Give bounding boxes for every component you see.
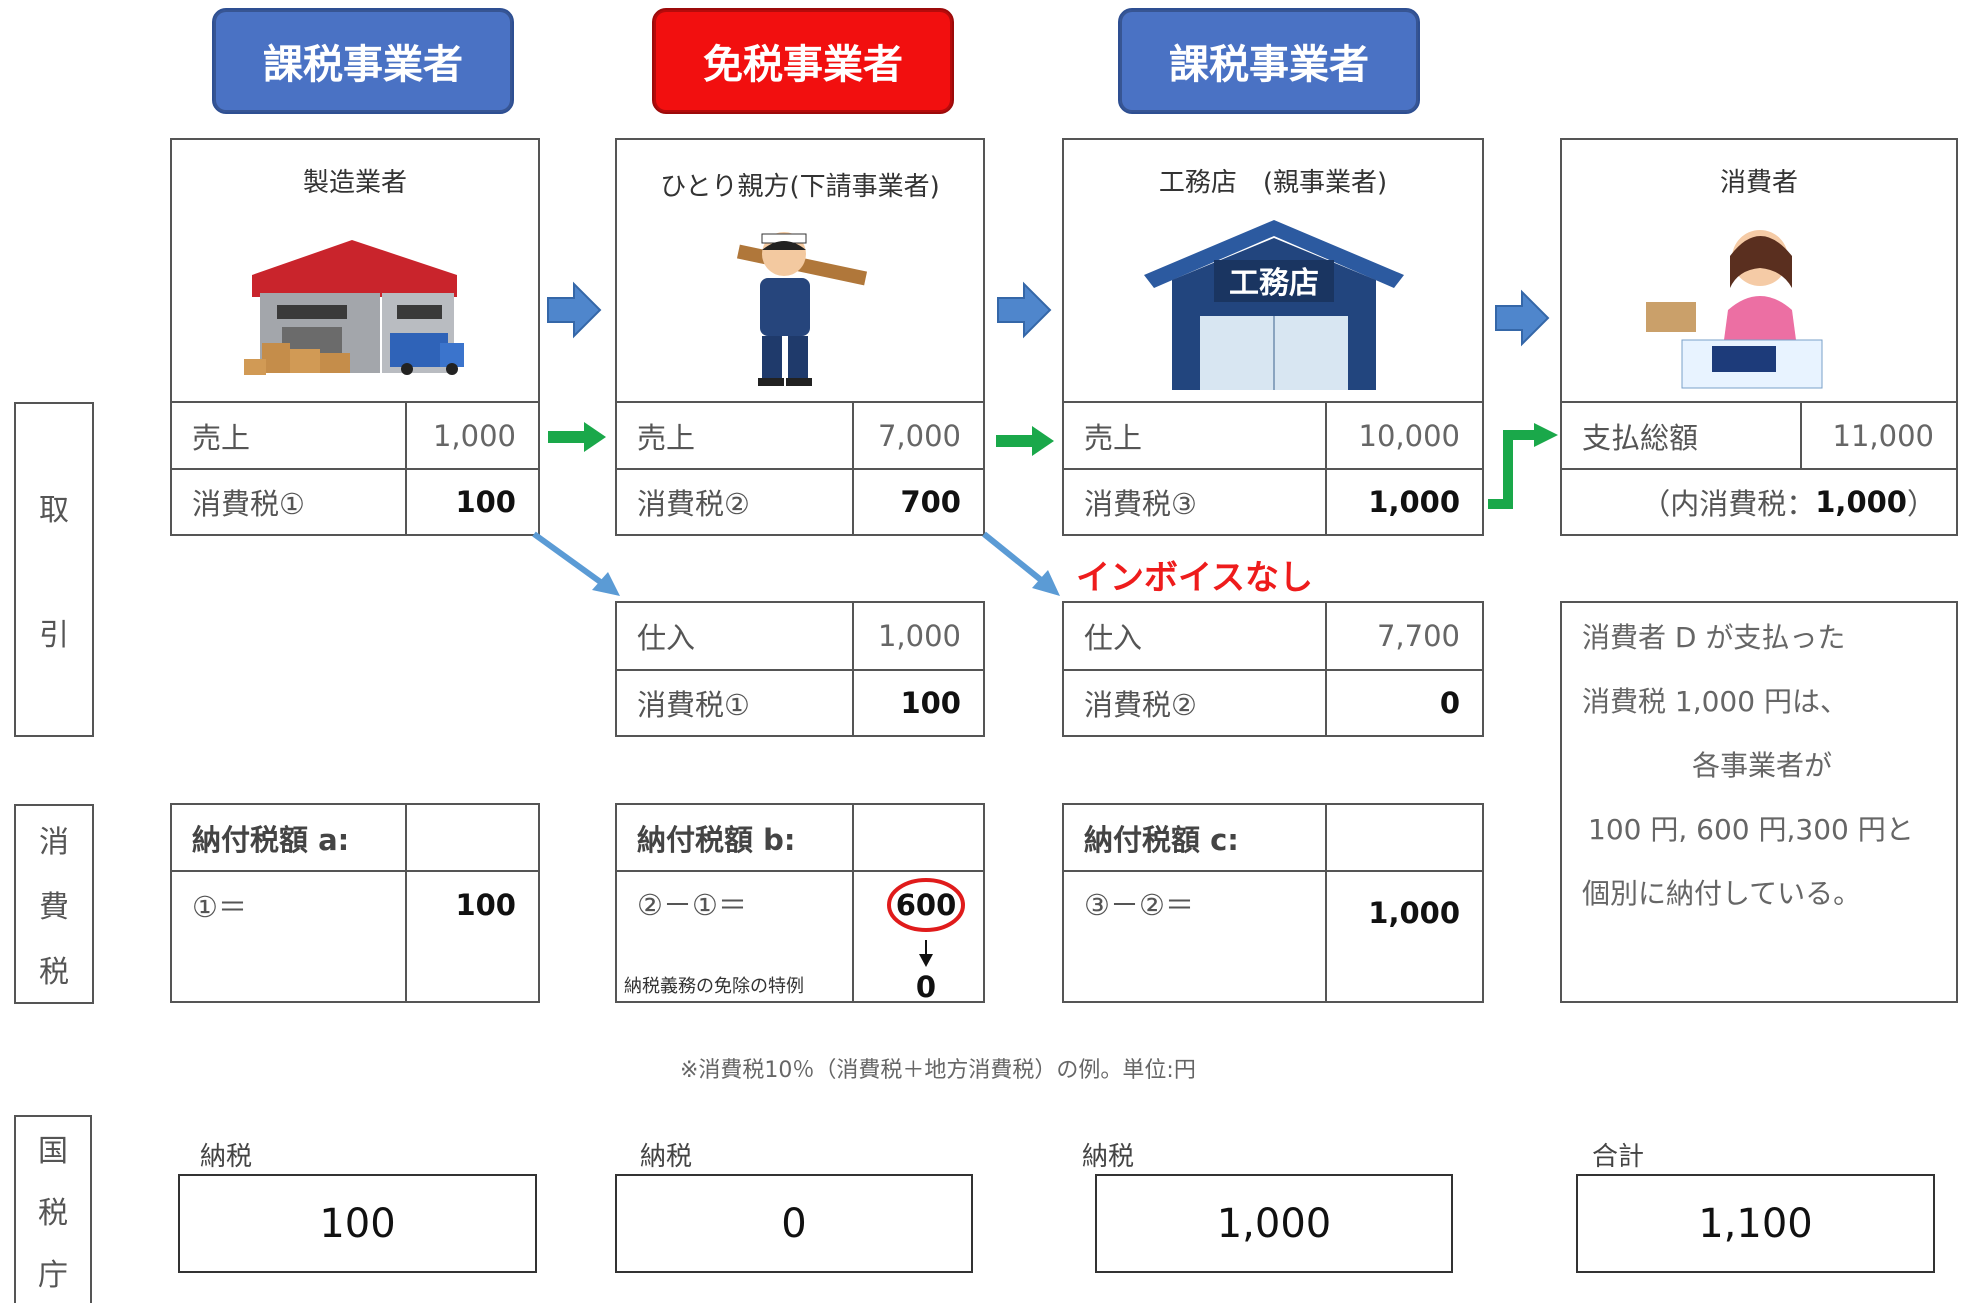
payment-c-value: 1,000 xyxy=(1368,896,1460,930)
consumer-tax-note: （内消費税：1,000） xyxy=(1562,470,1956,534)
national-tax-value-3: 1,000 xyxy=(1095,1174,1453,1273)
side-label-shohizei: 消 費 税 xyxy=(14,804,94,1004)
flow-arrow-3 xyxy=(1495,289,1550,347)
green-arrow-1 xyxy=(548,422,606,452)
side-char: 取 xyxy=(39,493,69,528)
side-char: 費 xyxy=(39,889,69,925)
subcontractor-purchase-label: 仕入 xyxy=(637,621,696,655)
side-char: 税 xyxy=(39,955,69,991)
contractor-title: 工務店 (親事業者) xyxy=(1158,168,1388,198)
side-char: 消 xyxy=(39,824,69,860)
consumer-payment-label: 支払総額 xyxy=(1582,420,1699,455)
consumer-tax-note-value: 1,000 xyxy=(1815,485,1907,519)
side-char: 国 xyxy=(38,1134,68,1169)
contractor-purchase-tax-label: 消費税② xyxy=(1084,688,1197,722)
consumer-tax-note-suffix: ） xyxy=(1906,487,1936,521)
payment-b-label: 納付税額 b: xyxy=(637,822,796,857)
contractor-sales-amount: 10,000 xyxy=(1358,418,1460,453)
national-tax-value-1: 100 xyxy=(178,1174,537,1273)
subcontractor-tax-label: 消費税② xyxy=(637,487,750,521)
subcontractor-sales-label: 売上 xyxy=(637,420,696,455)
payment-b-exemption: 納税義務の免除の特例 xyxy=(624,976,804,997)
contractor-purchase-amount: 7,700 xyxy=(1376,619,1460,653)
green-arrow-3 xyxy=(1488,423,1558,509)
explanation-box: 消費者 D が支払った 消費税 1,000 円は、 各事業者が 100 円, 6… xyxy=(1560,601,1958,1003)
contractor-purchase-tax: 0 xyxy=(1439,686,1460,720)
badge-exempt: 免税事業者 xyxy=(652,8,954,114)
national-tax-label-3: 納税 xyxy=(1082,1142,1135,1172)
payment-b-circle xyxy=(887,878,965,932)
down-arrow-icon xyxy=(919,940,933,967)
explanation-line-3: 各事業者が xyxy=(1692,749,1833,782)
subcontractor-purchase-tax-label: 消費税① xyxy=(637,688,750,722)
payment-a-value: 100 xyxy=(455,888,516,922)
payment-table-b xyxy=(615,803,985,1003)
payment-b-after: 0 xyxy=(915,970,937,1004)
contractor-tax-amount: 1,000 xyxy=(1368,485,1460,519)
contractor-purchase-label: 仕入 xyxy=(1084,621,1143,655)
explanation-line-4: 100 円, 600 円,300 円と xyxy=(1588,813,1914,846)
payment-a-formula: ①＝ xyxy=(192,890,247,924)
national-tax-label-2: 納税 xyxy=(640,1142,693,1172)
payment-table-a xyxy=(170,803,540,1003)
contractor-sales-label: 売上 xyxy=(1084,420,1143,455)
payment-c-label: 納付税額 c: xyxy=(1084,822,1239,857)
subcontractor-purchase-amount: 1,000 xyxy=(877,619,961,653)
side-char: 税 xyxy=(38,1196,68,1231)
consumer-payment-amount: 11,000 xyxy=(1832,418,1934,453)
flow-arrow-2 xyxy=(997,281,1052,339)
national-tax-label-total: 合計 xyxy=(1592,1142,1645,1172)
manufacturer-tax-amount: 100 xyxy=(455,485,516,519)
subcontractor-sales-amount: 7,000 xyxy=(877,418,961,453)
national-tax-value-2: 0 xyxy=(615,1174,973,1273)
shop-illustration: 工務店 xyxy=(1144,220,1404,390)
payment-table-c xyxy=(1062,803,1484,1003)
consumer-tax-note-prefix: （内消費税： xyxy=(1641,487,1816,521)
subcontractor-tax-amount: 700 xyxy=(900,485,961,519)
manufacturer-sales-amount: 1,000 xyxy=(432,418,516,453)
badge-taxable-right: 課税事業者 xyxy=(1118,8,1420,114)
side-label-torihiki: 取 引 xyxy=(14,402,94,737)
national-tax-value-total: 1,100 xyxy=(1576,1174,1935,1273)
warehouse-illustration xyxy=(244,240,464,375)
payment-a-label: 納付税額 a: xyxy=(192,822,350,857)
side-char: 引 xyxy=(39,618,69,653)
payment-b-value: 600 xyxy=(895,888,957,922)
badge-taxable-left: 課税事業者 xyxy=(212,8,514,114)
footnote: ※消費税10％（消費税＋地方消費税）の例。単位:円 xyxy=(680,1058,1196,1083)
shop-sign: 工務店 xyxy=(1229,266,1319,301)
subcontractor-purchase-tax: 100 xyxy=(900,686,961,720)
consumer-title: 消費者 xyxy=(1719,168,1798,198)
contractor-tax-label: 消費税③ xyxy=(1084,487,1197,521)
explanation-line-1: 消費者 D が支払った xyxy=(1582,621,1846,654)
explanation-line-5: 個別に納付している。 xyxy=(1582,877,1862,910)
green-arrow-2 xyxy=(996,426,1054,456)
diagonal-arrow-2 xyxy=(982,531,1060,596)
payment-c-formula: ③－②＝ xyxy=(1084,888,1194,922)
manufacturer-title: 製造業者 xyxy=(302,168,407,198)
side-char: 庁 xyxy=(38,1258,68,1293)
no-invoice-label: インボイスなし xyxy=(1076,558,1313,598)
subcontractor-title: ひとり親方(下請事業者) xyxy=(660,172,940,202)
explanation-line-2: 消費税 1,000 円は、 xyxy=(1582,685,1848,718)
manufacturer-sales-label: 売上 xyxy=(192,420,251,455)
national-tax-label-1: 納税 xyxy=(200,1142,253,1172)
payment-b-formula: ②－①＝ xyxy=(637,888,747,922)
diagonal-arrow-1 xyxy=(532,531,620,596)
flow-arrow-1 xyxy=(547,281,602,339)
carpenter-illustration xyxy=(736,232,868,386)
consumer-illustration xyxy=(1646,230,1823,389)
manufacturer-tax-label: 消費税① xyxy=(192,487,305,521)
side-label-kokuzeicho: 国 税 庁 xyxy=(14,1115,92,1303)
